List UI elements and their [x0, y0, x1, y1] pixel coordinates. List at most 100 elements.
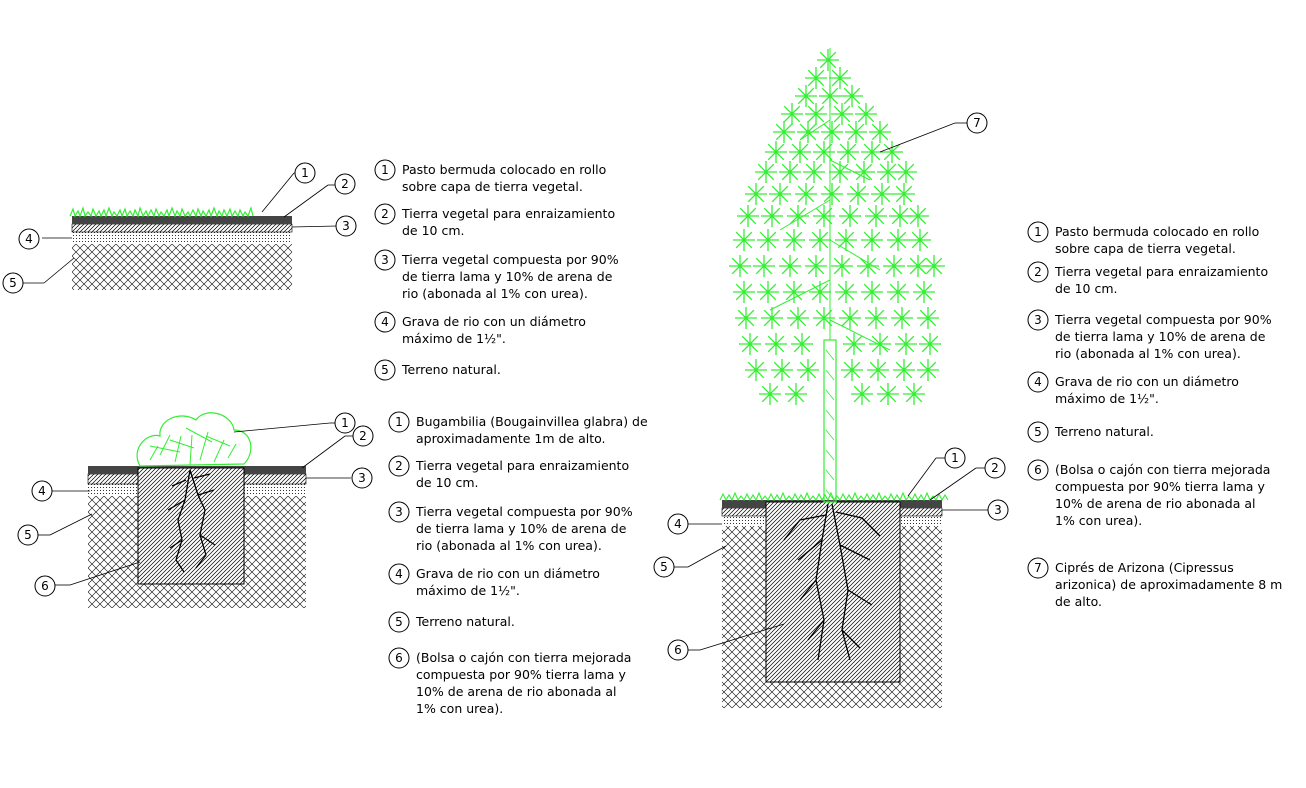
legend-number-circle: [1027, 309, 1049, 331]
foliage-tuft: [753, 255, 775, 277]
foliage-tuft: [761, 205, 783, 227]
foliage-tuft: [755, 161, 777, 183]
legend-text-line: Bugambilia (Bougainvillea glabra) de: [416, 414, 648, 429]
detail-c-section: 7 1 2 3 4 5 6: [653, 48, 1009, 708]
foliage-tuft: [729, 255, 751, 277]
legend-text-line: rio (abonada al 1% con urea).: [402, 286, 588, 301]
callout-3: 3: [351, 467, 373, 489]
foliage-tuft: [861, 229, 883, 251]
foliage-tuft: [739, 333, 761, 355]
legend-text-line: máximo de 1½".: [416, 583, 520, 598]
legend-number: 4: [1034, 375, 1042, 389]
detail-a-section: 1 2 3 4 5: [2, 162, 357, 294]
legend-number-circle: [1027, 459, 1049, 481]
callout-1: 1: [294, 162, 316, 184]
callout-3: 3: [987, 499, 1009, 521]
legend-text-line: (Bolsa o cajón con tierra mejorada: [1055, 462, 1270, 477]
foliage-tuft: [855, 103, 877, 125]
foliage-tuft: [783, 281, 805, 303]
legend-text-line: Grava de rio con un diámetro: [416, 566, 600, 581]
foliage-tuft: [745, 359, 767, 381]
svg-text:3: 3: [994, 503, 1002, 517]
legend-text-line: rio (abonada al 1% con urea).: [1055, 346, 1241, 361]
callout-2: 2: [334, 173, 356, 195]
callout-4: 4: [667, 513, 689, 535]
legend-text-line: 10% de arena de rio abonada al: [416, 684, 616, 699]
legend-number: 4: [381, 315, 389, 329]
foliage-tuft: [907, 205, 929, 227]
foliage-tuft: [821, 183, 843, 205]
improved-soil-layer: [71, 223, 293, 233]
grass-turf: [69, 205, 254, 218]
legend-number: 5: [1034, 425, 1042, 439]
foliage-tuft: [829, 161, 851, 183]
legend-number: 1: [1034, 225, 1042, 239]
legend-number: 2: [1034, 265, 1042, 279]
foliage-tuft: [887, 281, 909, 303]
tree-trunk: [823, 339, 837, 503]
svg-text:5: 5: [660, 560, 668, 574]
legend-number: 1: [395, 415, 403, 429]
legend-text-line: Tierra vegetal para enraizamiento: [1054, 264, 1268, 279]
legend-text-line: Terreno natural.: [401, 362, 501, 377]
legend-text-line: compuesta por 90% tierra lama y: [416, 667, 626, 682]
legend-text-line: Tierra vegetal compuesta por 90%: [415, 504, 633, 519]
foliage-tuft: [757, 229, 779, 251]
legend-number-circle: [388, 501, 410, 523]
foliage-tuft: [891, 307, 913, 329]
foliage-tuft: [773, 121, 795, 143]
legend-text-line: Pasto bermuda colocado en rollo: [402, 162, 606, 177]
foliage-tuft: [813, 141, 835, 163]
legend-text-line: Tierra vegetal compuesta por 90%: [1054, 312, 1272, 327]
foliage-tuft: [765, 141, 787, 163]
foliage-tuft: [919, 333, 941, 355]
callout-5: 5: [653, 556, 675, 578]
foliage-tuft: [865, 307, 887, 329]
legend-number-circle: [374, 311, 396, 333]
foliage-tuft: [735, 307, 757, 329]
legend-entry-6: 6(Bolsa o cajón con tierra mejoradacompu…: [1027, 459, 1270, 528]
foliage-tuft: [771, 359, 793, 381]
legend-text-line: de alto.: [1055, 594, 1102, 609]
legend-number: 3: [395, 505, 403, 519]
legend-text-line: 10% de arena de rio abonada al: [1055, 496, 1255, 511]
foliage-tuft: [853, 161, 875, 183]
legend-text-line: máximo de 1½".: [1055, 391, 1159, 406]
foliage-tuft: [831, 103, 853, 125]
legend-number-circle: [1027, 261, 1049, 283]
foliage-tuft: [733, 281, 755, 303]
callout-leaders-a: [22, 172, 338, 284]
callout-2: 2: [352, 425, 374, 447]
svg-text:7: 7: [973, 116, 981, 130]
legend-entry-6: 6(Bolsa o cajón con tierra mejoradacompu…: [388, 647, 631, 716]
foliage-tuft: [761, 307, 783, 329]
tree-branches: [769, 48, 891, 351]
legend-text-line: sobre capa de tierra vegetal.: [1055, 241, 1236, 256]
foliage-tuft: [877, 383, 899, 405]
foliage-tuft: [917, 307, 939, 329]
foliage-tuft: [779, 255, 801, 277]
callout-leaders-b: [38, 422, 355, 586]
foliage-tuft: [797, 121, 819, 143]
callout-7: 7: [966, 112, 988, 134]
legend-text-line: Tierra vegetal para enraizamiento: [415, 458, 629, 473]
foliage-tuft: [783, 229, 805, 251]
svg-text:2: 2: [359, 429, 367, 443]
foliage-tuft: [851, 383, 873, 405]
foliage-tuft: [867, 359, 889, 381]
callout-4: 4: [18, 228, 40, 250]
foliage-tuft: [817, 49, 839, 71]
legend-number: 6: [1034, 463, 1042, 477]
svg-text:1: 1: [951, 451, 959, 465]
foliage-tuft: [847, 183, 869, 205]
detail-b-section: 1 2 3 4 5 6: [17, 412, 374, 608]
svg-text:1: 1: [341, 416, 349, 430]
